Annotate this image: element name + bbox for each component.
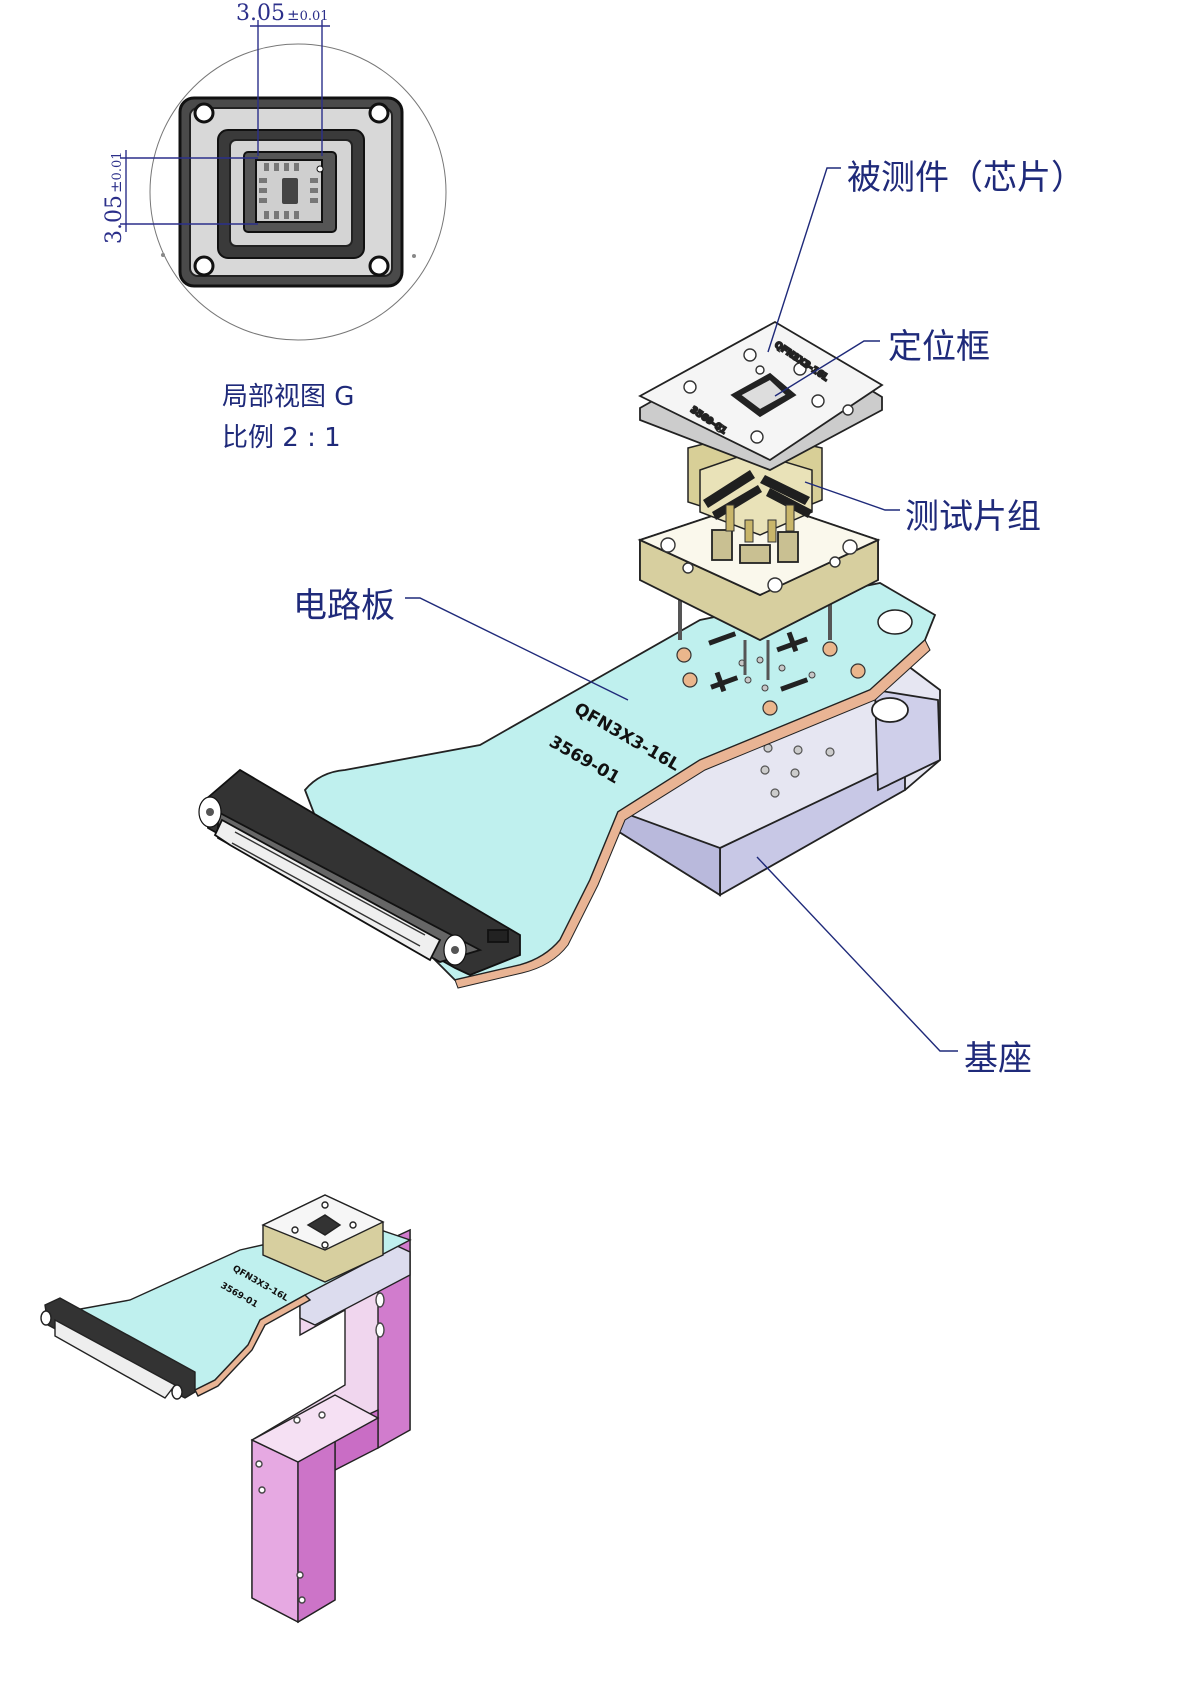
mounting-bracket xyxy=(250,1228,411,1624)
detail-view-title: 局部视图 G xyxy=(222,382,354,412)
detail-circle xyxy=(149,43,447,341)
callout-chip: 被测件（芯片） xyxy=(847,158,1085,198)
assembled-connector xyxy=(40,1297,196,1400)
callout-pcb: 电路板 xyxy=(293,586,395,626)
callout-base: 基座 xyxy=(964,1039,1032,1079)
callout-frame: 定位框 xyxy=(888,327,990,367)
detail-view-g: 3.05±0.01 3.05±0.01 局部视图 G 比例 2 : 1 xyxy=(102,1,447,453)
callout-pins: 测试片组 xyxy=(905,497,1041,537)
locating-frame: QFN3X3-16L 3569-01 xyxy=(638,320,884,471)
assembled-socket xyxy=(261,1194,385,1283)
main-assembly: QFN3X3-16L 3569-01 xyxy=(198,158,1085,1079)
dim-height-label: 3.05±0.01 xyxy=(102,151,127,244)
pcb: QFN3X3-16L 3569-01 xyxy=(303,582,937,989)
detail-screw-holes xyxy=(193,102,390,277)
dim-width-label: 3.05±0.01 xyxy=(236,1,329,26)
db-connector xyxy=(198,768,521,976)
assembled-view: QFN3X3-16L 3569-01 xyxy=(40,1194,412,1624)
dimension-lines xyxy=(120,20,330,232)
base-block xyxy=(614,658,941,897)
callout-leaders xyxy=(405,167,958,1052)
detail-view-scale: 比例 2 : 1 xyxy=(222,423,341,453)
socket-base xyxy=(637,499,881,680)
